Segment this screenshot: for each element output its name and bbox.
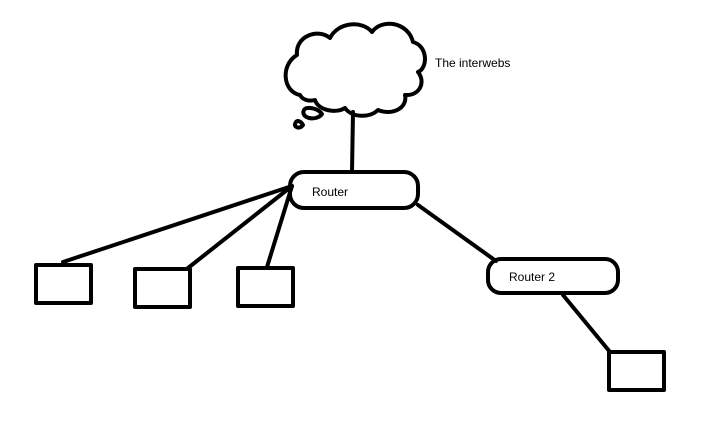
link-router-router2 (416, 203, 498, 263)
link-router-host-3 (265, 184, 294, 269)
host-node-3 (236, 266, 295, 308)
host-node-4 (607, 350, 666, 392)
cloud-label: The interwebs (435, 56, 510, 70)
host-node-2 (133, 267, 192, 309)
router-node (288, 170, 420, 210)
link-internet-router (350, 110, 355, 174)
router2-label: Router 2 (509, 270, 555, 284)
internet-cloud (283, 21, 427, 130)
link-router-host-2 (186, 184, 294, 270)
router2-node (486, 257, 620, 295)
link-router-host-1 (61, 184, 294, 264)
router-label: Router (312, 185, 348, 199)
host-node-1 (34, 263, 93, 305)
link-router2-host-4 (561, 293, 612, 354)
